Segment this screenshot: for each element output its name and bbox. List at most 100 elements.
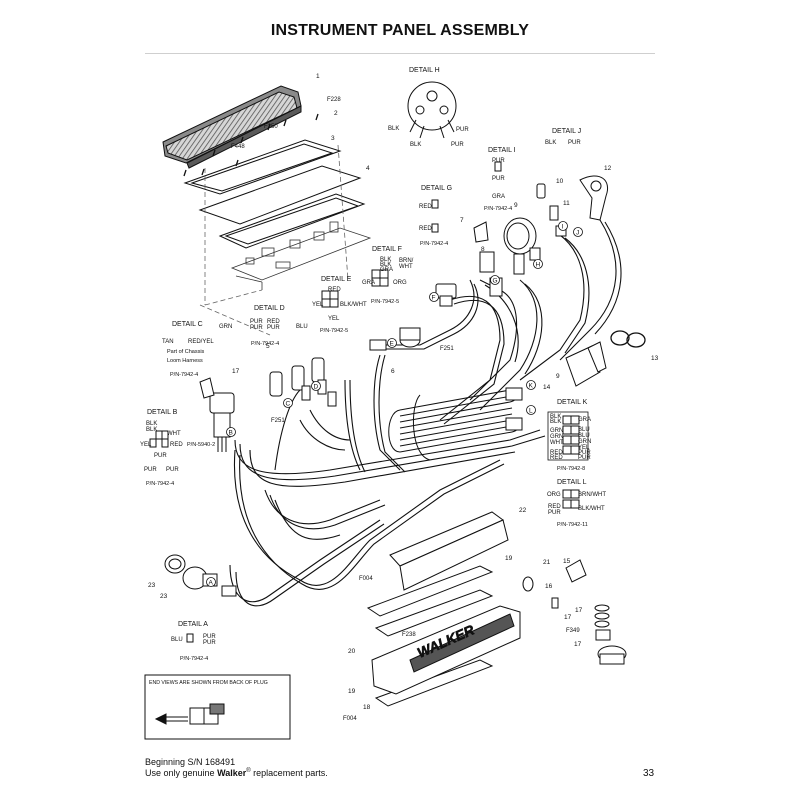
- detail-e-title: DETAIL E: [321, 276, 352, 283]
- detail-h-w2: PUR: [456, 127, 469, 133]
- page-number: 33: [643, 768, 655, 779]
- letter-k: K: [529, 383, 534, 390]
- detail-k-r4: YEL: [578, 445, 590, 451]
- wire-rings: [610, 330, 646, 348]
- detail-h: DETAIL H BLK PUR BLK PUR: [388, 67, 469, 148]
- detail-b-w1: BLK: [146, 421, 157, 427]
- end-view-box: [144, 674, 291, 740]
- callout-16: 16: [545, 583, 553, 590]
- callout-23a: 23: [148, 582, 156, 589]
- callout-8: 8: [481, 246, 485, 253]
- detail-g: DETAIL G RED RED P/N-7942-4: [419, 185, 452, 247]
- callout-18: 18: [363, 704, 371, 711]
- letter-g: G: [493, 278, 498, 285]
- detail-b-w6: PUR: [154, 453, 167, 459]
- detail-g-pn: P/N-7942-4: [420, 241, 448, 247]
- detail-j: DETAIL J BLK PUR: [545, 128, 581, 146]
- detail-c-w1: TAN: [162, 339, 174, 345]
- detail-f-title: DETAIL F: [372, 246, 402, 253]
- detail-k-l3: GRN: [550, 434, 563, 440]
- detail-c-pn: P/N-7942-4: [170, 372, 198, 378]
- dashed-assembly-lines: [199, 144, 349, 336]
- note-suffix: replacement parts.: [250, 768, 328, 778]
- detail-j-w2: PUR: [568, 140, 581, 146]
- detail-k-r0: GRA: [578, 417, 591, 423]
- callout-5: 5: [266, 343, 270, 350]
- detail-b-w5: RED: [170, 442, 183, 448]
- end-view-note: END VIEWS ARE SHOWN FROM BACK OF PLUG: [149, 680, 268, 686]
- detail-k-l0: BLK: [550, 414, 561, 420]
- detail-boxes: [547, 411, 589, 461]
- detail-h-w4: PUR: [451, 142, 464, 148]
- replacement-parts-note: Use only genuine Walker® replacement par…: [145, 768, 328, 778]
- detail-c: DETAIL C TAN RED/YEL Part of Chassis Loo…: [162, 321, 214, 378]
- callout-19b: 19: [348, 688, 356, 695]
- fastener-f228: F228: [327, 97, 341, 103]
- detail-f-w1: BLK: [380, 257, 391, 263]
- detail-b-w3: WHT: [167, 431, 181, 437]
- detail-f-w5: WHT: [399, 264, 413, 270]
- switch-right: [522, 559, 627, 665]
- fastener-f004a: F004: [359, 576, 373, 582]
- bracket: [565, 341, 607, 387]
- detail-a-right-top: PUR: [203, 634, 216, 640]
- detail-f-w4: BRN/: [399, 258, 414, 264]
- detail-i-w1: PUR: [492, 158, 505, 164]
- callout-12: 12: [604, 165, 612, 172]
- detail-c-note1: Part of Chassis: [167, 349, 205, 355]
- callout-10: 10: [556, 178, 564, 185]
- cover-22: [389, 511, 509, 591]
- detail-l-pn: P/N-7942-11: [557, 522, 588, 528]
- relay: [473, 221, 503, 297]
- detail-k-r2: BLU: [578, 433, 590, 439]
- detail-a-left: BLU: [171, 637, 183, 643]
- detail-k-r6: PUR: [578, 455, 591, 461]
- callout-19a: 19: [505, 555, 513, 562]
- detail-c-w2: RED/YEL: [188, 339, 214, 345]
- indicator-lamps: [269, 357, 337, 407]
- callout-14: 14: [543, 384, 551, 391]
- detail-i-pn: P/N-7942-4: [484, 206, 512, 212]
- walker-plate: [371, 605, 521, 695]
- letter-j: J: [576, 230, 579, 237]
- gauge: [503, 217, 541, 275]
- detail-i-w2: PUR: [492, 176, 505, 182]
- fastener-f238: F238: [402, 632, 416, 638]
- instrument-housing: [162, 85, 302, 169]
- callout-13: 13: [651, 355, 659, 362]
- detail-d-title: DETAIL D: [254, 305, 285, 312]
- detail-b-w2: BLK: [146, 427, 157, 433]
- brand-name: Walker: [217, 768, 247, 778]
- detail-g-title: DETAIL G: [421, 185, 452, 192]
- callout-17c: 17: [574, 641, 582, 648]
- detail-j-w1: BLK: [545, 140, 556, 146]
- detail-k-r3: GRN: [578, 439, 591, 445]
- detail-d: DETAIL D GRN PUR PUR RED PUR BLU P/N-794…: [219, 305, 308, 347]
- detail-d-w3: PUR: [250, 325, 263, 331]
- detail-e-w3: BLK/WHT: [340, 302, 367, 308]
- connector-symbols: [149, 161, 580, 643]
- registered-mark: ®: [246, 768, 251, 774]
- fastener-f250: F250: [264, 124, 278, 130]
- detail-a-title: DETAIL A: [178, 621, 208, 628]
- fastener-f004b: F004: [343, 716, 357, 722]
- detail-e: DETAIL E RED YEL BLK/WHT YEL P/N-7942-5: [312, 276, 367, 334]
- detail-a: DETAIL A BLU PUR PUR P/N-7942-4: [171, 621, 216, 662]
- detail-d-w5: PUR: [267, 325, 280, 331]
- callout-15: 15: [563, 558, 571, 565]
- detail-k: DETAIL K BLK BLK GRN GRN WHT RED RED GRA…: [550, 399, 591, 472]
- detail-f-pn: P/N-7942-5: [371, 299, 399, 305]
- detail-f-w3: GRA: [380, 267, 393, 273]
- callout-3: 3: [331, 135, 335, 142]
- letter-d: D: [314, 384, 319, 391]
- letter-a: A: [209, 580, 214, 587]
- detail-k-pn: P/N-7942-8: [557, 466, 585, 472]
- detail-a-right-bottom: PUR: [203, 640, 216, 646]
- fastener-f251a: F251: [440, 346, 454, 352]
- callout-21: 21: [543, 559, 551, 566]
- fastener-f251b: F251: [271, 418, 285, 424]
- callout-17a: 17: [232, 368, 240, 375]
- detail-a-pn: P/N-7942-4: [180, 656, 208, 662]
- letter-i: I: [562, 224, 564, 231]
- switch-23: [164, 554, 237, 597]
